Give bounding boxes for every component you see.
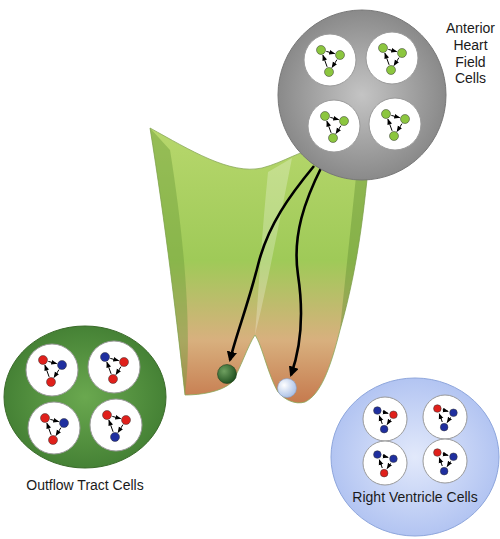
cell-population: Outflow Tract Cells (2, 325, 168, 500)
population-outline (331, 378, 499, 536)
cell-network (363, 441, 407, 485)
cell-network (363, 397, 407, 441)
cell-network (26, 344, 78, 396)
population-label: Outflow Tract Cells (2, 477, 168, 494)
outflow-ball (218, 365, 237, 384)
population-outline (278, 10, 446, 180)
cell-network (28, 402, 80, 454)
population-ellipse (2, 325, 168, 500)
cell-network (366, 32, 418, 84)
cell-population: Anterior Heart Field Cells (278, 8, 500, 188)
cell-network (88, 341, 140, 393)
left-wall-shade (150, 128, 188, 395)
cell-network (423, 395, 467, 439)
cell-population: Right Ventricle Cells (329, 377, 500, 537)
population-outline (4, 326, 166, 468)
cell-network (308, 100, 360, 152)
cell-network (304, 34, 356, 86)
ventricle-ball (278, 379, 297, 398)
cell-network (423, 439, 467, 483)
cell-network (90, 399, 142, 451)
population-ellipse (329, 377, 500, 537)
population-label: Right Ventricle Cells (329, 489, 500, 506)
path-arrow (291, 166, 322, 375)
cell-network (369, 98, 421, 150)
ridge-highlight (255, 158, 292, 335)
population-label: Anterior Heart Field Cells (444, 20, 497, 87)
